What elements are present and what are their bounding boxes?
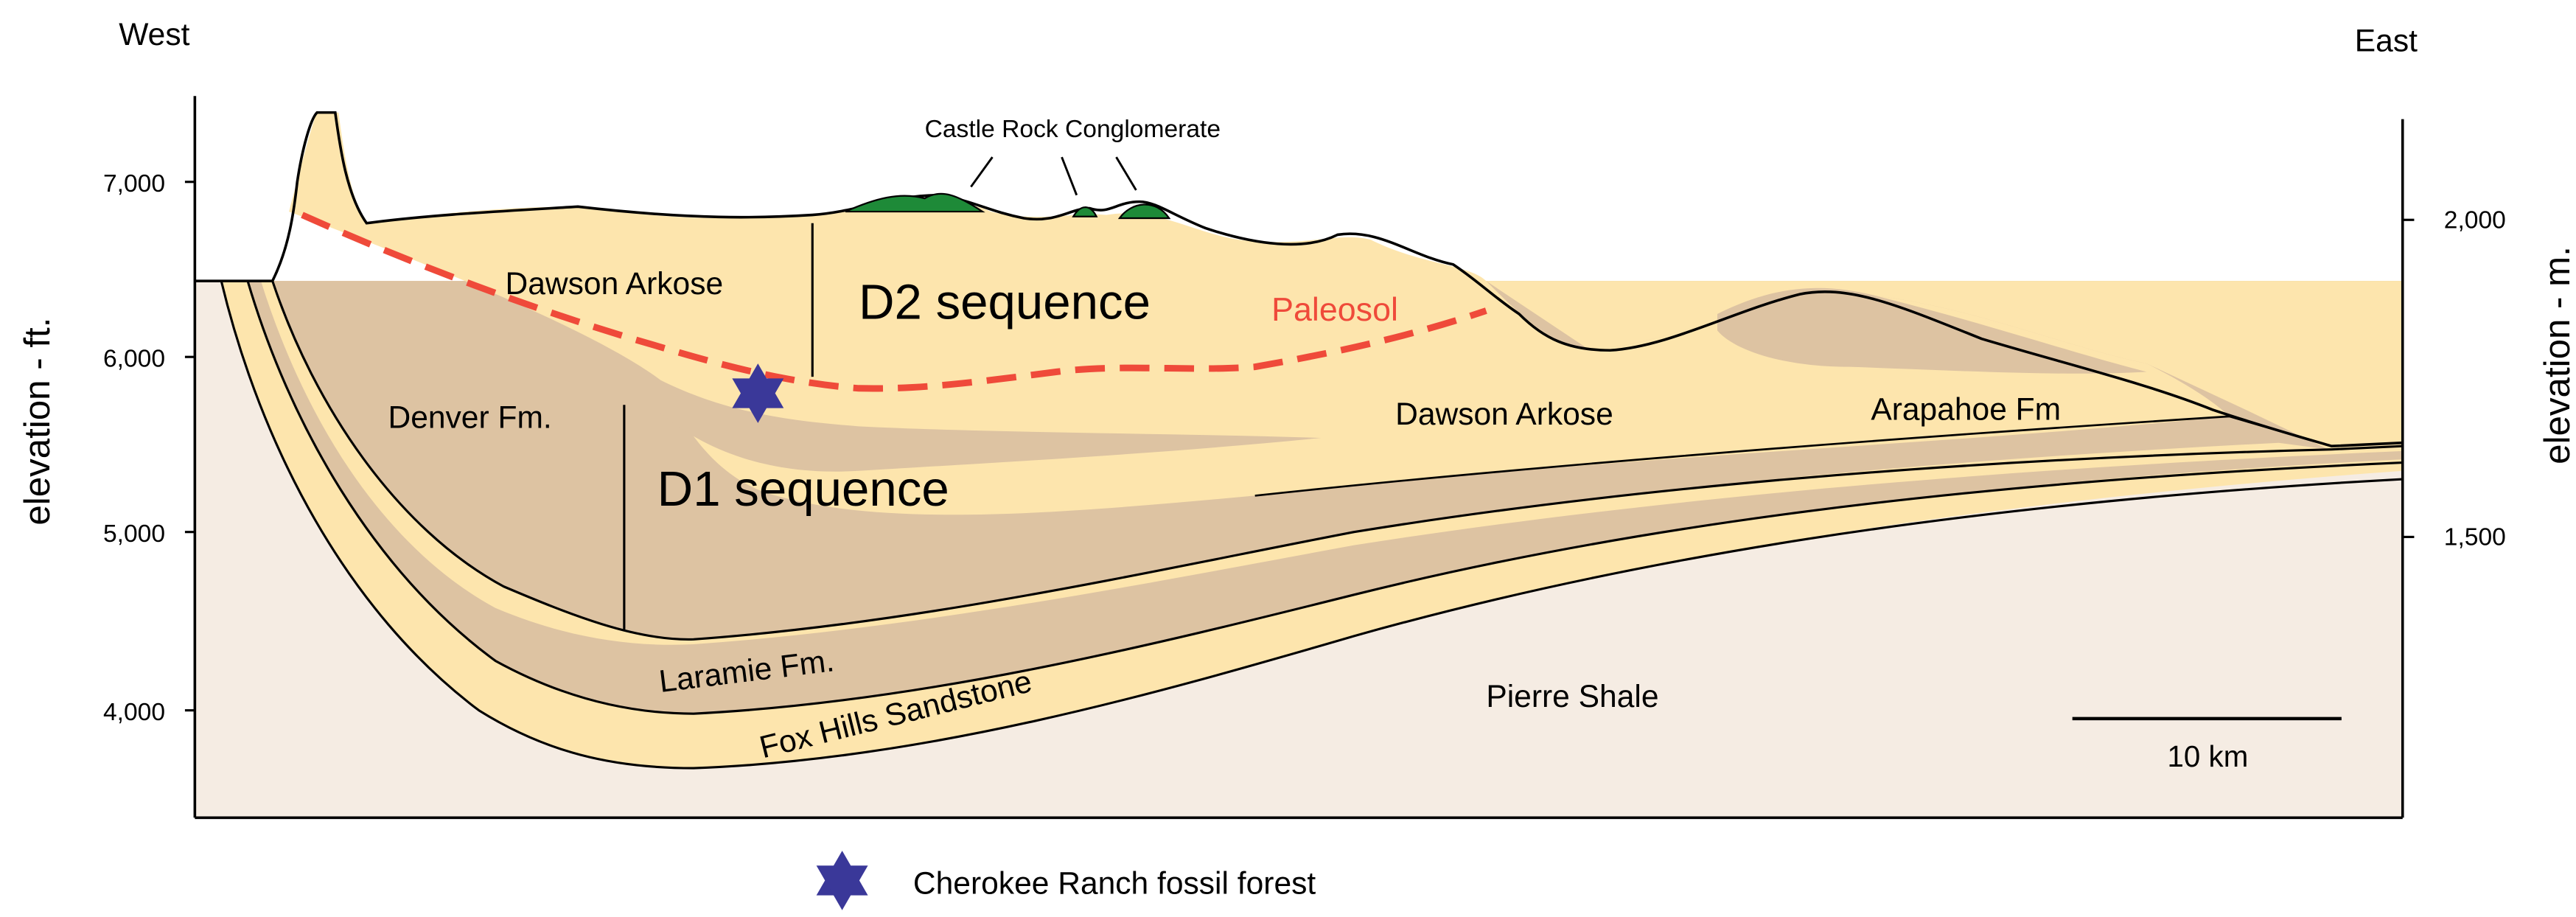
- arkose-brown-lens: [660, 380, 1322, 472]
- left-tick-4000: 4,000: [103, 699, 165, 726]
- arapahoe-brown-wedge: [1717, 287, 2147, 374]
- surface-profile: [195, 111, 2403, 448]
- right-axis-label: elevation - m.: [2537, 246, 2576, 464]
- scale-bar-label: 10 km: [2168, 739, 2249, 773]
- arapahoe-fm-label: Arapahoe Fm: [1871, 391, 2061, 427]
- d2-sequence-label: D2 sequence: [859, 275, 1151, 330]
- right-tick-1500: 1,500: [2444, 524, 2506, 551]
- right-tick-2000: 2,000: [2444, 206, 2506, 234]
- conglomerate-cap-3: [1117, 203, 1171, 220]
- denver-fm-label: Denver Fm.: [388, 400, 551, 436]
- legend-label: Cherokee Ranch fossil forest: [913, 865, 1316, 901]
- east-label: East: [2355, 24, 2418, 59]
- dawson-arkose-lower-label: Dawson Arkose: [1395, 397, 1613, 432]
- paleosol-line: [301, 212, 1487, 392]
- conglomerate-cap-1: [845, 192, 985, 213]
- castle-rock-callout: Castle Rock Conglomerate: [925, 116, 1221, 143]
- dawson-arkose-upper-label: Dawson Arkose: [506, 266, 724, 301]
- left-tick-6000: 6,000: [103, 346, 165, 373]
- legend-star-icon: [816, 851, 868, 910]
- left-axis-label: elevation - ft.: [17, 318, 57, 526]
- callout-leader-3: [1115, 156, 1137, 191]
- callout-leader-2: [1061, 156, 1078, 196]
- fox-hills-top-line: [246, 280, 2403, 715]
- fossil-forest-star-marker: [732, 363, 784, 423]
- pierre-shale-label: Pierre Shale: [1486, 679, 1658, 714]
- arapahoe-boundary: [1254, 415, 2332, 497]
- right-axis-ticks: [2402, 218, 2415, 538]
- d1-sequence-label: D1 sequence: [657, 461, 949, 517]
- pierre-top-line: [220, 280, 2403, 770]
- conglomerate-cap-2: [1072, 206, 1098, 217]
- laramie-top-line: [271, 280, 2403, 641]
- dawson-arkose-upper-sand: [289, 112, 2230, 515]
- west-label: West: [119, 17, 189, 52]
- left-tick-7000: 7,000: [103, 170, 165, 198]
- paleosol-label: Paleosol: [1271, 291, 1398, 328]
- left-axis-ticks: [184, 181, 195, 712]
- left-tick-5000: 5,000: [103, 520, 165, 548]
- callout-leader-1: [970, 156, 994, 188]
